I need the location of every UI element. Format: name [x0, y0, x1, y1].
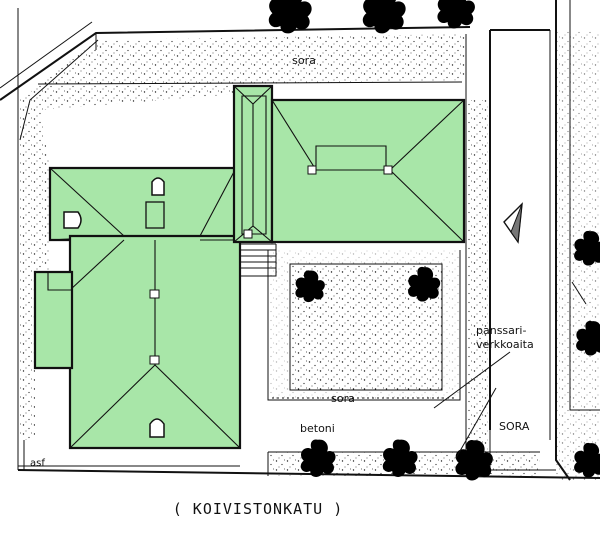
roof-left-upper-wing: [48, 166, 238, 242]
label-asf: asf: [30, 458, 45, 469]
street-name: ( KOIVISTONKATU ): [173, 500, 344, 518]
roof-right-house: [270, 98, 466, 244]
roof-middle-wing: [232, 84, 274, 244]
driveway: [465, 29, 551, 470]
gravel-area-top: [19, 34, 468, 141]
leader-lines: [23, 281, 587, 470]
gravel-area-right-strip: [466, 100, 488, 470]
site-boundary: [0, 8, 471, 470]
roof-left-main: [68, 234, 242, 450]
entrance-steps: [240, 243, 277, 277]
chimney-icon: [145, 165, 393, 365]
label-sora-courtyard: sora: [331, 392, 355, 405]
fence-line: [267, 250, 461, 401]
roof-left-annex: [33, 270, 74, 370]
north-arrow-icon: [503, 202, 523, 244]
label-panssari-line2: verkkoaita: [476, 338, 534, 351]
dormer-window-icon: [63, 177, 165, 438]
label-panssari-line1: panssari-: [476, 324, 526, 337]
label-sora-right: SORA: [499, 420, 530, 433]
label-sora-top: sora: [292, 54, 316, 67]
label-betoni: betoni: [300, 422, 335, 435]
